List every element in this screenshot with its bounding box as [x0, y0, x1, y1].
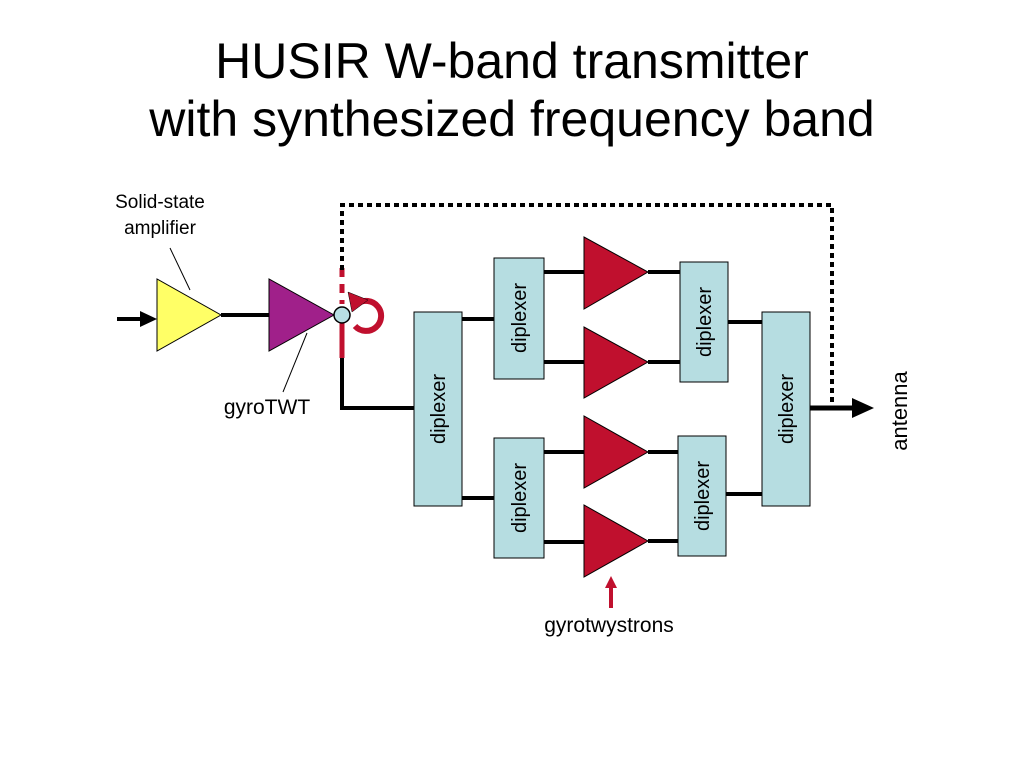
page-title: HUSIR W-band transmitter with synthesize…: [0, 32, 1024, 148]
gyrotwt-label: gyroTWT: [224, 396, 311, 419]
ssa-leader-line: [169, 247, 191, 291]
diplexer-lower-left: [493, 437, 545, 559]
output-arrow-head: [852, 398, 874, 418]
gyrotwystrons-label: gyrotwystrons: [544, 614, 674, 637]
diplexer-upper-right: [679, 261, 729, 383]
solid-state-amplifier: [156, 278, 223, 352]
diplexer-input: [413, 311, 463, 507]
diplexer-lower-right-label: diplexer: [692, 461, 714, 531]
circulator: [333, 306, 351, 324]
gyrotwystron-1: [583, 236, 650, 310]
gyrotwystrons-pointer-head: [605, 576, 617, 588]
gyrotwystron-3: [583, 415, 650, 489]
input-arrow-head: [140, 311, 157, 327]
gyrotwt-to-diplexer-line: [340, 358, 414, 410]
diplexer-upper-right-label: diplexer: [694, 287, 716, 357]
title-line-2: with synthesized frequency band: [149, 91, 875, 147]
diplexer-output: [761, 311, 811, 507]
gyrotwt-amplifier: [268, 278, 336, 352]
gyrotwt-leader-line: [282, 332, 308, 393]
antenna-label: antenna: [887, 370, 912, 450]
diplexer-lower-left-label: diplexer: [509, 463, 531, 533]
diplexer-input-label: diplexer: [428, 374, 450, 444]
gyrotwystron-2: [583, 326, 650, 399]
title-line-1: HUSIR W-band transmitter: [215, 33, 809, 89]
diplexer-upper-left-label: diplexer: [509, 283, 531, 353]
gyrotwystron-4: [583, 504, 650, 578]
ssa-label-line-2: amplifier: [124, 218, 196, 239]
ssa-label-line-1: Solid-state: [115, 192, 205, 213]
diplexer-upper-left: [493, 257, 545, 380]
diplexer-lower-right: [677, 435, 727, 557]
bypass-dotted-path: [340, 203, 834, 408]
circulator-arrow-head: [347, 291, 369, 313]
diplexer-output-label: diplexer: [776, 374, 798, 444]
